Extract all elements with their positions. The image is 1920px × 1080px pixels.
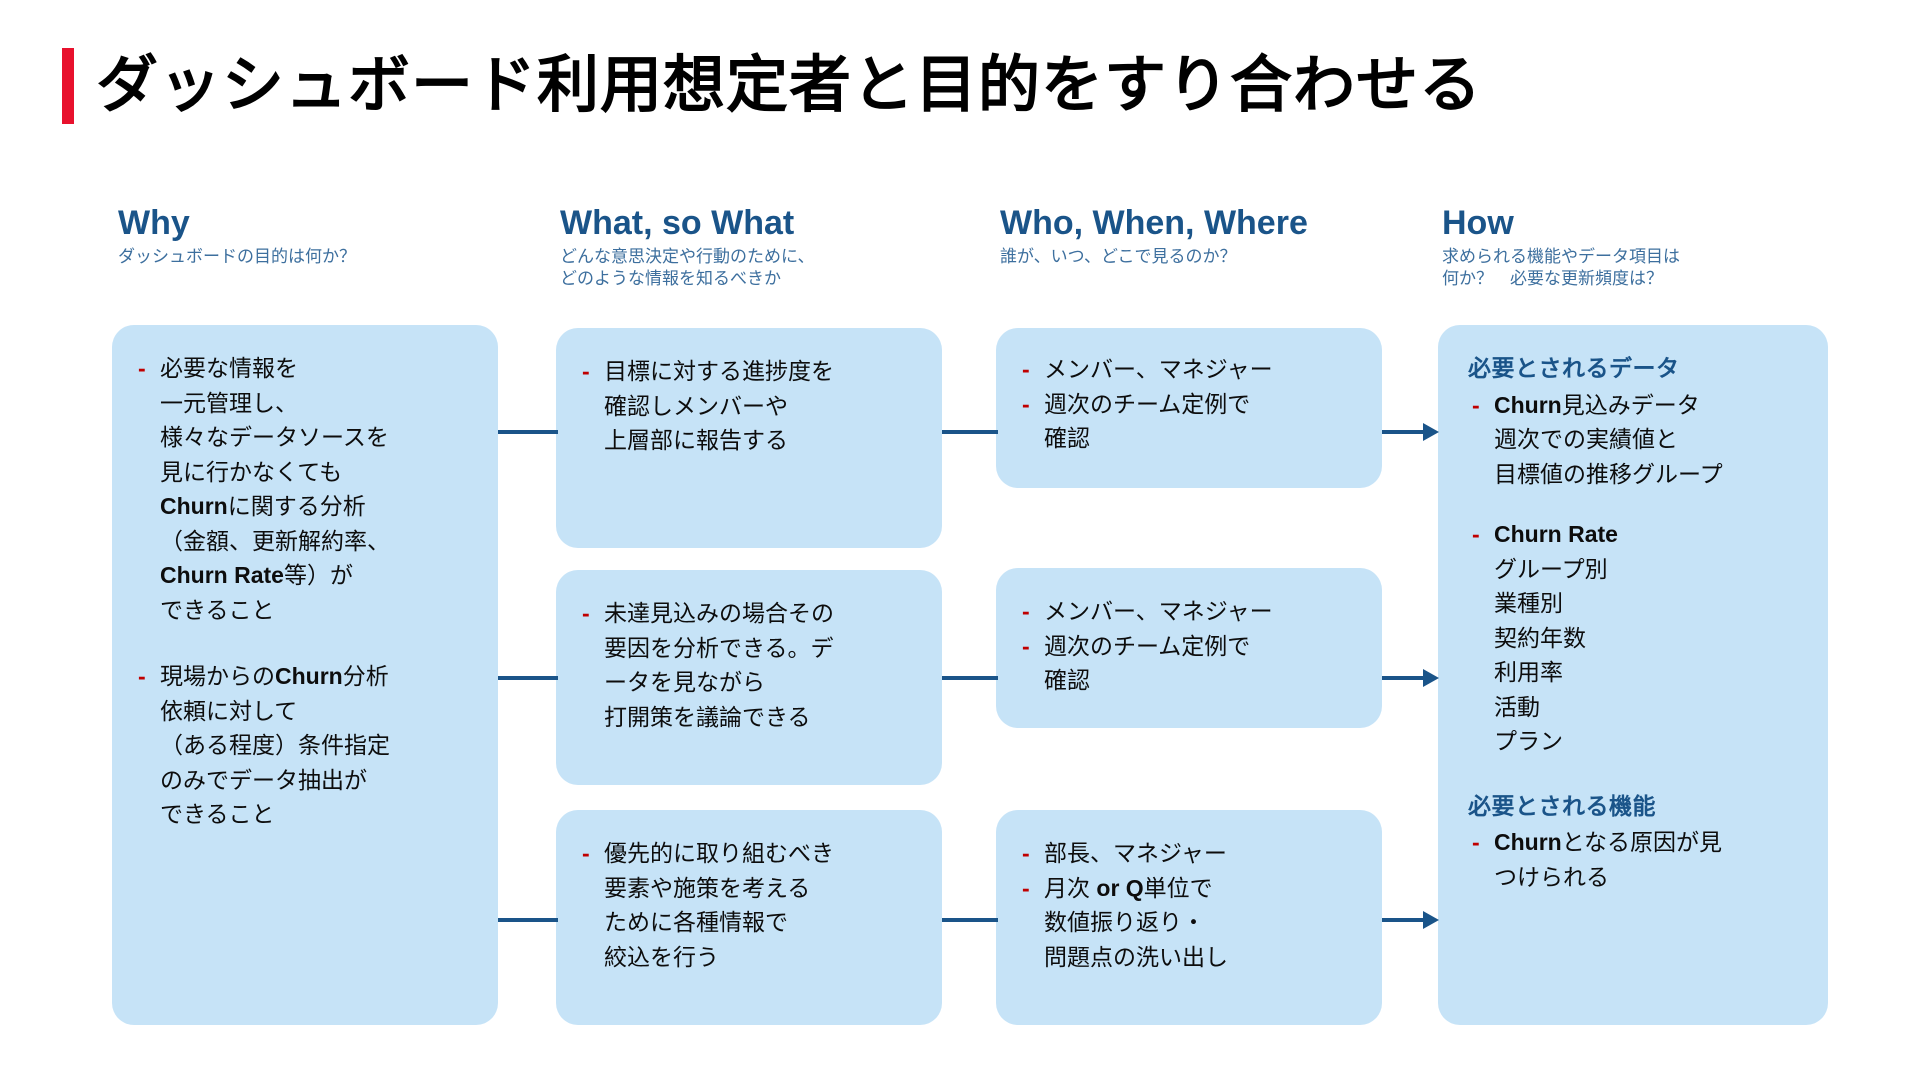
latin-term: Churn [1494, 391, 1562, 418]
latin-term: Churn [1494, 829, 1562, 855]
bullet-text: Churn Rate グループ別 業種別 契約年数 利用率 活動 プラン [1494, 521, 1618, 754]
bullet-dash-icon: - [1022, 390, 1030, 417]
column-title-what: What, so What [560, 204, 795, 242]
latin-term: Churn [275, 663, 343, 689]
list-item: - 月次 or Q単位で 数値振り返り・ 問題点の洗い出し [1018, 871, 1362, 975]
list-item: - メンバー、マネジャー [1018, 352, 1362, 387]
bullet-dash-icon: - [1472, 829, 1480, 855]
page-title: ダッシュボード利用想定者と目的をすり合わせる [62, 48, 1482, 124]
list-item: - Churn Rate グループ別 業種別 契約年数 利用率 活動 プラン [1468, 517, 1808, 759]
list-item: - 現場からのChurn分析 依頼に対して （ある程度）条件指定 のみでデータ抽… [134, 659, 478, 832]
content-box-who-1: - メンバー、マネジャー - 週次のチーム定例で 確認 [996, 328, 1382, 488]
column-subtitle-why: ダッシュボードの目的は何か？ [118, 246, 356, 266]
title-accent-bar [62, 48, 74, 124]
list-item: - 必要な情報を 一元管理し、 様々なデータソースを 見に行かなくても Chur… [134, 351, 478, 627]
bullet-text: 週次のチーム定例で 確認 [1044, 390, 1251, 452]
bullet-dash-icon: - [138, 355, 146, 381]
section-heading-required-data: 必要とされるデータ [1468, 355, 1680, 381]
arrow-who-how-3 [1382, 911, 1439, 929]
content-box-what-1: - 目標に対する進捗度を 確認しメンバーや 上層部に報告する [556, 328, 942, 548]
latin-term: or Q [1096, 874, 1144, 901]
content-box-why: - 必要な情報を 一元管理し、 様々なデータソースを 見に行かなくても Chur… [112, 325, 498, 1025]
latin-term: Churn Rate [160, 562, 284, 588]
content-box-who-2: - メンバー、マネジャー - 週次のチーム定例で 確認 [996, 568, 1382, 728]
column-subtitle-how: 求められる機能やデータ項目は 何か？ 必要な更新頻度は？ [1442, 246, 1680, 289]
connector-what-who-1 [942, 430, 998, 434]
spacer [134, 633, 478, 659]
bullet-text: メンバー、マネジャー [1044, 356, 1273, 382]
connector-why-what-2 [498, 676, 558, 680]
column-header-how: How 求められる機能やデータ項目は 何か？ 必要な更新頻度は？ [1442, 205, 1862, 295]
list-item: - Churn見込みデータ 週次での実績値と 目標値の推移グループ [1468, 388, 1808, 492]
bullet-text: 現場からのChurn分析 依頼に対して （ある程度）条件指定 のみでデータ抽出が… [160, 663, 390, 827]
bullet-dash-icon: - [1022, 356, 1030, 382]
bullet-dash-icon: - [1022, 874, 1030, 901]
bullet-dash-icon: - [582, 358, 590, 384]
bullet-text: 優先的に取り組むべき 要素や施策を考える ために各種情報で 絞込を行う [604, 840, 834, 970]
bullet-text: 部長、マネジャー [1044, 840, 1227, 866]
bullet-dash-icon: - [138, 663, 146, 689]
bullet-text: Churn見込みデータ 週次での実績値と 目標値の推移グループ [1494, 391, 1723, 487]
bullet-dash-icon: - [582, 840, 590, 866]
section-heading-required-features: 必要とされる機能 [1468, 792, 1656, 819]
bullet-dash-icon: - [1022, 632, 1030, 659]
bullet-text: 必要な情報を 一元管理し、 様々なデータソースを 見に行かなくても Churnに… [160, 355, 390, 623]
bullet-dash-icon: - [1472, 521, 1480, 547]
connector-why-what-3 [498, 918, 558, 922]
connector-what-who-3 [942, 918, 998, 922]
spacer [1468, 491, 1808, 517]
content-box-what-2: - 未達見込みの場合その 要因を分析できる。デ ータを見ながら 打開策を議論でき… [556, 570, 942, 785]
bullet-text: 月次 or Q単位で 数値振り返り・ 問題点の洗い出し [1044, 874, 1228, 970]
content-box-how: 必要とされるデータ - Churn見込みデータ 週次での実績値と 目標値の推移グ… [1438, 325, 1828, 1025]
list-item: - 週次のチーム定例で 確認 [1018, 629, 1362, 698]
list-item: - 優先的に取り組むべき 要素や施策を考える ために各種情報で 絞込を行う [578, 836, 922, 974]
content-box-what-3: - 優先的に取り組むべき 要素や施策を考える ために各種情報で 絞込を行う [556, 810, 942, 1025]
column-title-how: How [1442, 204, 1514, 242]
column-header-who: Who, When, Where 誰が、いつ、どこで見るのか？ [1000, 205, 1400, 272]
connector-what-who-2 [942, 676, 998, 680]
list-item: - 目標に対する進捗度を 確認しメンバーや 上層部に報告する [578, 354, 922, 458]
latin-term: Churn Rate [1494, 521, 1618, 547]
bullet-dash-icon: - [1472, 391, 1480, 418]
bullet-text: メンバー、マネジャー [1044, 598, 1273, 624]
arrow-who-how-2 [1382, 669, 1439, 687]
list-item: - Churnとなる原因が見 つけられる [1468, 825, 1808, 894]
bullet-text: 未達見込みの場合その 要因を分析できる。デ ータを見ながら 打開策を議論できる [604, 600, 834, 730]
content-box-who-3: - 部長、マネジャー - 月次 or Q単位で 数値振り返り・ 問題点の洗い出し [996, 810, 1382, 1025]
column-header-why: Why ダッシュボードの目的は何か？ [118, 205, 518, 272]
bullet-dash-icon: - [1022, 598, 1030, 624]
latin-term: Churn [160, 493, 228, 519]
column-title-who: Who, When, Where [1000, 204, 1308, 242]
title-text: ダッシュボード利用想定者と目的をすり合わせる [96, 51, 1483, 121]
list-item: - メンバー、マネジャー [1018, 594, 1362, 629]
bullet-dash-icon: - [582, 600, 590, 626]
column-header-what: What, so What どんな意思決定や行動のために、 どのような情報を知る… [560, 205, 960, 295]
bullet-text: 目標に対する進捗度を 確認しメンバーや 上層部に報告する [604, 358, 834, 453]
bullet-text: Churnとなる原因が見 つけられる [1494, 829, 1723, 890]
column-subtitle-who: 誰が、いつ、どこで見るのか？ [1000, 246, 1237, 266]
list-item: - 週次のチーム定例で 確認 [1018, 387, 1362, 456]
bullet-text: 週次のチーム定例で 確認 [1044, 632, 1251, 694]
column-title-why: Why [118, 204, 190, 242]
connector-why-what-1 [498, 430, 558, 434]
arrow-who-how-1 [1382, 423, 1439, 441]
column-subtitle-what: どんな意思決定や行動のために、 どのような情報を知るべきか [560, 246, 815, 289]
list-item: - 未達見込みの場合その 要因を分析できる。デ ータを見ながら 打開策を議論でき… [578, 596, 922, 734]
list-item: - 部長、マネジャー [1018, 836, 1362, 871]
bullet-dash-icon: - [1022, 840, 1030, 866]
